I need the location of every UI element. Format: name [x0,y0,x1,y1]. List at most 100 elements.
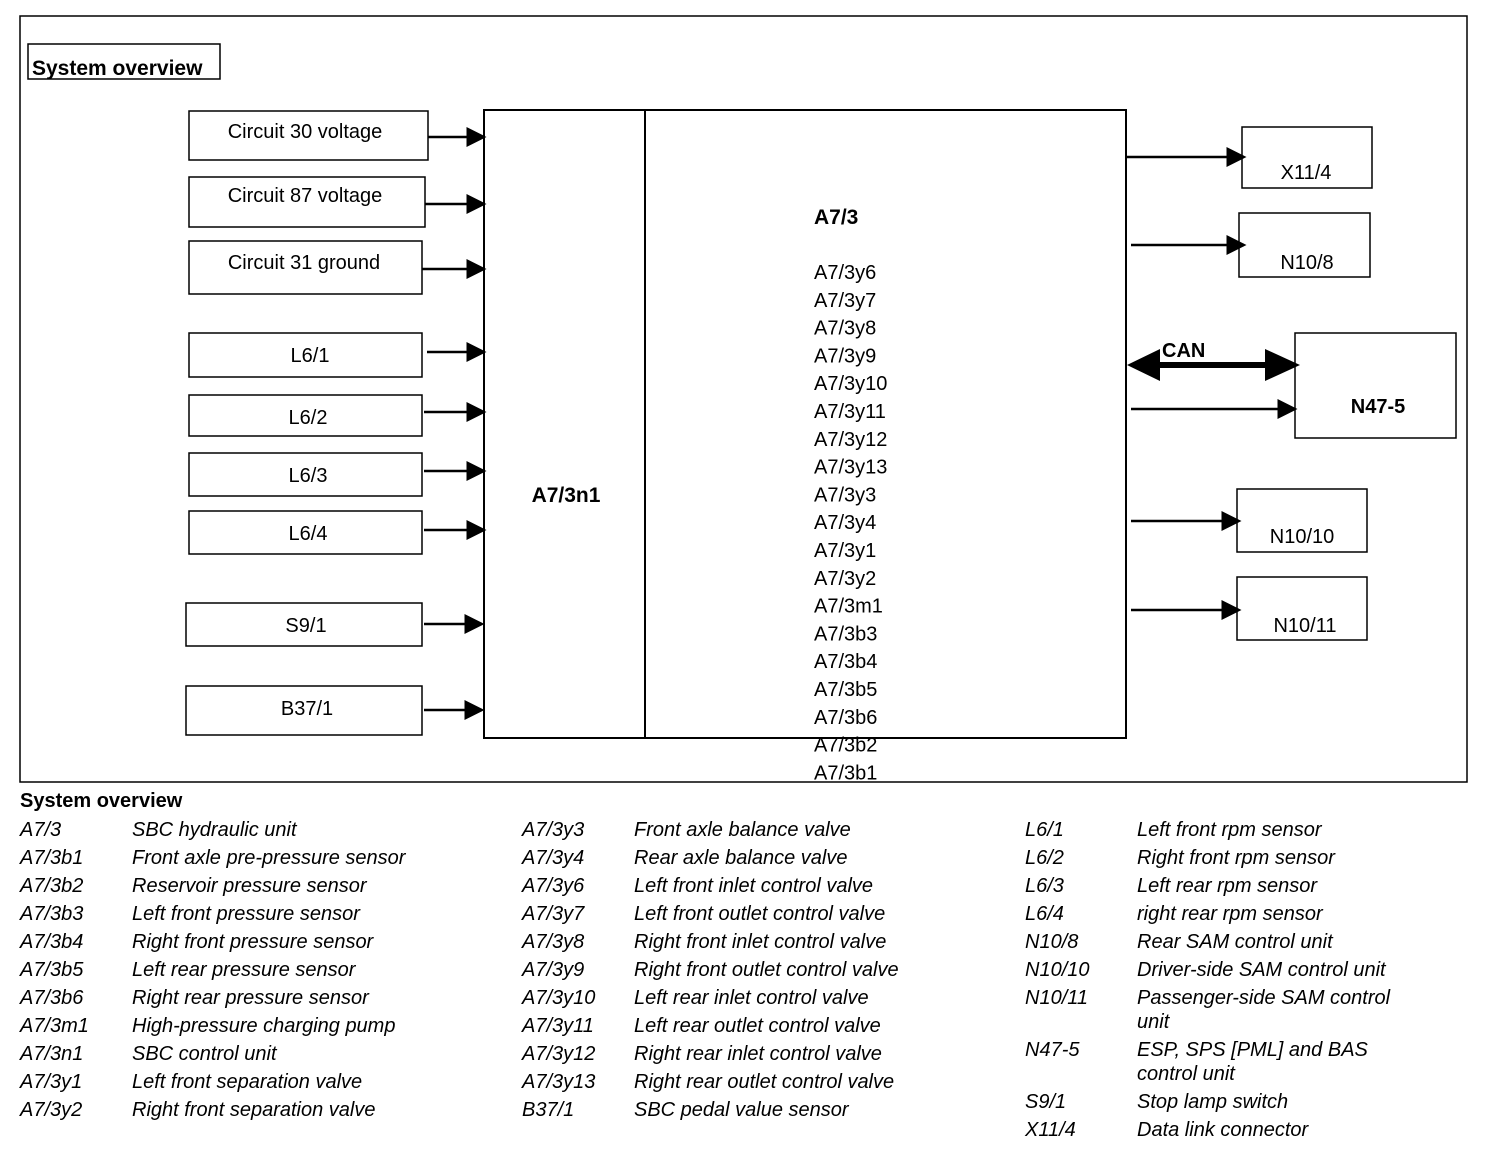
legend-code: L6/4 [1025,903,1064,925]
component-label: A7/3y11 [814,401,886,423]
component-list: A7/3y6A7/3y7A7/3y8A7/3y9A7/3y10A7/3y11A7… [814,262,887,784]
legend-code: X11/4 [1025,1119,1076,1141]
input-label-circuit-31: Circuit 31 ground [228,252,380,274]
component-label: A7/3y1 [814,540,876,562]
component-label: A7/3b1 [814,762,877,784]
legend-code: A7/3y2 [20,1099,83,1121]
legend-code: L6/1 [1025,819,1064,841]
legend-description: Left rear rpm sensor [1137,875,1318,897]
component-label: A7/3y10 [814,373,887,395]
output-box-n47-5 [1294,332,1457,439]
input-label-b37-1: B37/1 [281,698,333,720]
legend-code: A7/3y10 [522,987,596,1009]
component-label: A7/3b5 [814,679,877,701]
input-box-s9-1 [185,602,423,647]
input-label-circuit-87: Circuit 87 voltage [228,185,383,207]
input-box-circuit-30 [188,110,429,161]
legend-row: A7/3y11 Left rear outlet control valve [522,1014,899,1038]
legend-description: Right rear inlet control valve [634,1043,882,1065]
legend-description: Passenger-side SAM control unit [1137,987,1391,1033]
legend-description: Left front outlet control valve [634,903,886,925]
legend-description: Left front pressure sensor [132,903,360,925]
legend-code: A7/3y7 [522,903,585,925]
legend-description: Right rear pressure sensor [132,987,369,1009]
legend-code: A7/3 [20,819,62,841]
component-label: A7/3b6 [814,707,877,729]
component-label: A7/3y7 [814,290,876,312]
legend-code: A7/3y6 [522,875,585,897]
component-label: A7/3y12 [814,429,887,451]
legend-description: Right rear outlet control valve [634,1071,895,1093]
diagram-title: System overview [32,57,203,80]
legend-description: Right front pressure sensor [132,931,374,953]
input-label-l6-2: L6/2 [289,407,328,429]
legend-description: Rear SAM control unit [1137,931,1333,953]
legend-row: A7/3y7 Left front outlet control valve [522,902,899,926]
diagram-title-box [27,43,221,80]
legend-description: Left front inlet control valve [634,875,874,897]
legend-code: A7/3y9 [522,959,585,981]
input-label-l6-1: L6/1 [291,345,330,367]
legend-description: High-pressure charging pump [132,1015,396,1037]
legend-description: Left rear outlet control valve [634,1015,881,1037]
legend-description: Reservoir pressure sensor [132,875,367,897]
legend-description: Right front rpm sensor [1137,847,1335,869]
legend-description: SBC control unit [132,1043,277,1065]
legend-title: System overview [20,790,183,812]
component-label: A7/3y13 [814,457,887,479]
hydraulic-unit-label: A7/3 [814,206,858,229]
legend-row: N10/8 Rear SAM control unit [1025,930,1333,954]
component-label: A7/3m1 [814,596,883,618]
legend-code: B37/1 [522,1099,575,1121]
legend-code: N10/10 [1025,959,1090,981]
legend-code: A7/3b2 [20,875,84,897]
legend-code: A7/3y3 [522,819,585,841]
legend-description: Right front separation valve [132,1099,376,1121]
component-label: A7/3y3 [814,484,876,506]
legend-code: N10/8 [1025,931,1079,953]
can-label: CAN [1162,340,1205,362]
legend-code: A7/3y11 [522,1015,594,1037]
output-label-n10-11: N10/11 [1273,615,1336,637]
input-box-circuit-31 [188,240,423,295]
legend-row: A7/3b2 Reservoir pressure sensor [20,874,405,898]
legend-description: Left rear pressure sensor [132,959,356,981]
legend-description: ESP, SPS [PML] and BAS control unit [1137,1039,1368,1085]
legend-code: S9/1 [1025,1091,1067,1113]
input-box-l6-4 [188,510,423,555]
legend-description: Driver-side SAM control unit [1137,959,1386,981]
legend-code: A7/3b6 [20,987,84,1009]
legend-code: L6/3 [1025,875,1064,897]
legend-code: N10/11 [1025,987,1089,1009]
input-box-circuit-87 [188,176,426,228]
input-label-l6-4: L6/4 [289,523,328,545]
output-label-n10-8: N10/8 [1280,252,1333,274]
diagram-frame [19,15,1468,783]
legend-description: Stop lamp switch [1137,1091,1289,1113]
output-label-n10-10: N10/10 [1270,526,1335,548]
component-label: A7/3b2 [814,735,877,757]
legend-row: A7/3y2 Right front separation valve [20,1098,405,1122]
legend-code: A7/3b1 [20,847,84,869]
legend-code: A7/3y8 [522,931,585,953]
